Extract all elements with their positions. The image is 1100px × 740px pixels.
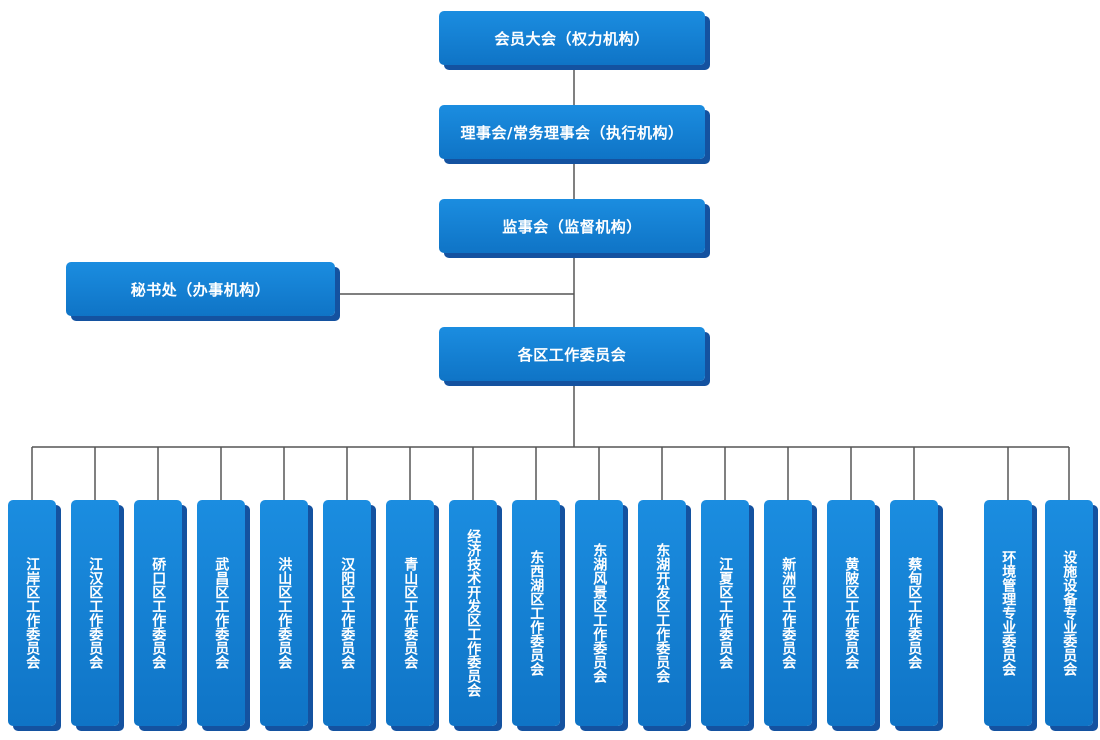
committee-box-13: 新洲区工作委员会	[764, 500, 812, 726]
committee-box-12: 江夏区工作委员会	[701, 500, 749, 726]
general-assembly-label: 会员大会（权力机构）	[494, 29, 650, 48]
committee-label-4: 武昌区工作委员会	[213, 557, 230, 669]
committee-box-11: 东湖开发区工作委员会	[638, 500, 686, 726]
committee-box-2: 江汉区工作委员会	[71, 500, 119, 726]
committee-box-17: 设施设备专业委员会	[1045, 500, 1093, 726]
committee-label-1: 江岸区工作委员会	[24, 557, 41, 669]
committee-label-11: 东湖开发区工作委员会	[654, 543, 671, 683]
committee-box-6: 汉阳区工作委员会	[323, 500, 371, 726]
committee-label-3: 硚口区工作委员会	[150, 557, 167, 669]
secretariat-box: 秘书处（办事机构）	[66, 262, 335, 316]
committee-label-7: 青山区工作委员会	[402, 557, 419, 669]
council-label: 理事会/常务理事会（执行机构）	[460, 123, 684, 142]
committee-box-4: 武昌区工作委员会	[197, 500, 245, 726]
committee-label-14: 黄陂区工作委员会	[843, 557, 860, 669]
committee-box-8: 经济技术开发区工作委员会	[449, 500, 497, 726]
committee-box-5: 洪山区工作委员会	[260, 500, 308, 726]
committee-label-16: 环境管理专业委员会	[1000, 550, 1017, 676]
district-committees-label: 各区工作委员会	[517, 345, 627, 364]
committee-label-15: 蔡甸区工作委员会	[906, 557, 923, 669]
committee-label-17: 设施设备专业委员会	[1061, 550, 1078, 676]
committee-label-8: 经济技术开发区工作委员会	[465, 529, 482, 697]
committee-box-14: 黄陂区工作委员会	[827, 500, 875, 726]
committee-box-1: 江岸区工作委员会	[8, 500, 56, 726]
supervisory-board-label: 监事会（监督机构）	[502, 217, 642, 236]
committee-box-16: 环境管理专业委员会	[984, 500, 1032, 726]
secretariat-label: 秘书处（办事机构）	[130, 280, 271, 299]
council-box: 理事会/常务理事会（执行机构）	[439, 105, 705, 159]
general-assembly-box: 会员大会（权力机构）	[439, 11, 705, 65]
committee-label-5: 洪山区工作委员会	[276, 557, 293, 669]
committee-label-13: 新洲区工作委员会	[780, 557, 797, 669]
committee-label-2: 江汉区工作委员会	[87, 557, 104, 669]
committee-box-7: 青山区工作委员会	[386, 500, 434, 726]
committee-box-10: 东湖风景区工作委员会	[575, 500, 623, 726]
committee-label-12: 江夏区工作委员会	[717, 557, 734, 669]
committee-box-9: 东西湖区工作委员会	[512, 500, 560, 726]
committee-box-15: 蔡甸区工作委员会	[890, 500, 938, 726]
district-committees-box: 各区工作委员会	[439, 327, 705, 381]
committee-label-10: 东湖风景区工作委员会	[591, 543, 608, 683]
committee-label-9: 东西湖区工作委员会	[528, 550, 545, 676]
committee-box-3: 硚口区工作委员会	[134, 500, 182, 726]
supervisory-board-box: 监事会（监督机构）	[439, 199, 705, 253]
committee-label-6: 汉阳区工作委员会	[339, 557, 356, 669]
